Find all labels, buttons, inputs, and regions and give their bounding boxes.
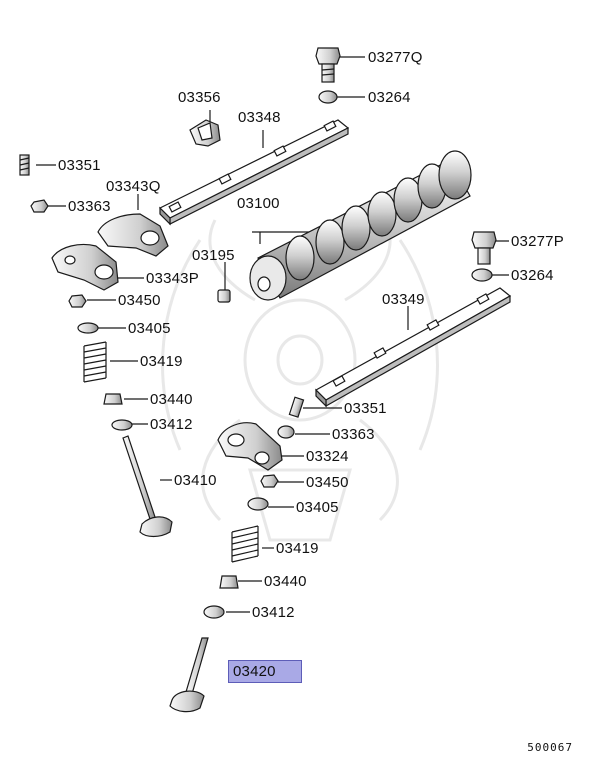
part-label-03363-right[interactable]: 03363 — [332, 426, 375, 443]
part-label-03100[interactable]: 03100 — [237, 195, 280, 212]
rocker-shaft-03348 — [158, 119, 350, 226]
stem-seal-03440-left — [103, 393, 123, 405]
retainer-03412-left — [111, 419, 133, 431]
part-label-03264-top[interactable]: 03264 — [368, 89, 411, 106]
part-label-03351-left[interactable]: 03351 — [58, 157, 101, 174]
part-label-03277p[interactable]: 03277P — [511, 233, 564, 250]
part-label-03351-right[interactable]: 03351 — [344, 400, 387, 417]
part-label-03343p[interactable]: 03343P — [146, 270, 199, 287]
nut-03450-right — [260, 474, 279, 488]
part-label-03356[interactable]: 03356 — [178, 89, 221, 106]
rocker-shaft-03349 — [315, 287, 512, 408]
part-label-03405-right[interactable]: 03405 — [296, 499, 339, 516]
seat-03405-right — [247, 497, 269, 511]
rocker-arm-03343q — [97, 213, 169, 257]
part-label-03420-highlighted[interactable]: 03420 — [228, 660, 302, 683]
part-label-03277q[interactable]: 03277Q — [368, 49, 423, 66]
valve-spring-03419-left — [83, 341, 107, 383]
bolt-03277p — [471, 231, 497, 265]
valve-03410 — [122, 435, 173, 538]
part-label-03264-right[interactable]: 03264 — [511, 267, 554, 284]
nut-03363-right — [277, 425, 295, 439]
adjust-screw-03351-left — [19, 154, 30, 176]
stem-seal-03440-right — [219, 575, 239, 589]
diagram-code: 500067 — [527, 741, 573, 754]
part-label-03363-left[interactable]: 03363 — [68, 198, 111, 215]
washer-03264-top — [318, 90, 338, 104]
retainer-03412-right — [203, 605, 225, 619]
valve-03420 — [169, 637, 209, 713]
bolt-03277q — [315, 47, 341, 83]
part-label-03343q[interactable]: 03343Q — [106, 178, 161, 195]
part-label-03412-right[interactable]: 03412 — [252, 604, 295, 621]
part-label-03440-right[interactable]: 03440 — [264, 573, 307, 590]
part-label-03419-left[interactable]: 03419 — [140, 353, 183, 370]
part-label-03195[interactable]: 03195 — [192, 247, 235, 264]
part-label-03405-left[interactable]: 03405 — [128, 320, 171, 337]
camshaft-03100 — [249, 150, 472, 301]
part-label-03419-right[interactable]: 03419 — [276, 540, 319, 557]
valve-spring-03419-right — [231, 525, 259, 563]
seat-03405-left — [77, 322, 99, 334]
pin-03195 — [217, 289, 231, 303]
part-label-03450-left[interactable]: 03450 — [118, 292, 161, 309]
clip-03356 — [189, 119, 221, 147]
nut-03363-left — [30, 199, 49, 213]
adjust-screw-03351-right — [288, 396, 305, 418]
part-label-03410[interactable]: 03410 — [174, 472, 217, 489]
part-label-03324[interactable]: 03324 — [306, 448, 349, 465]
rocker-arm-03343p — [51, 243, 119, 291]
rocker-arm-03324 — [217, 422, 283, 471]
washer-03264-right — [471, 268, 493, 282]
part-label-03412-left[interactable]: 03412 — [150, 416, 193, 433]
part-label-03440-left[interactable]: 03440 — [150, 391, 193, 408]
nut-03450-left — [68, 294, 87, 308]
part-label-03450-right[interactable]: 03450 — [306, 474, 349, 491]
part-label-03349[interactable]: 03349 — [382, 291, 425, 308]
part-label-03348[interactable]: 03348 — [238, 109, 281, 126]
